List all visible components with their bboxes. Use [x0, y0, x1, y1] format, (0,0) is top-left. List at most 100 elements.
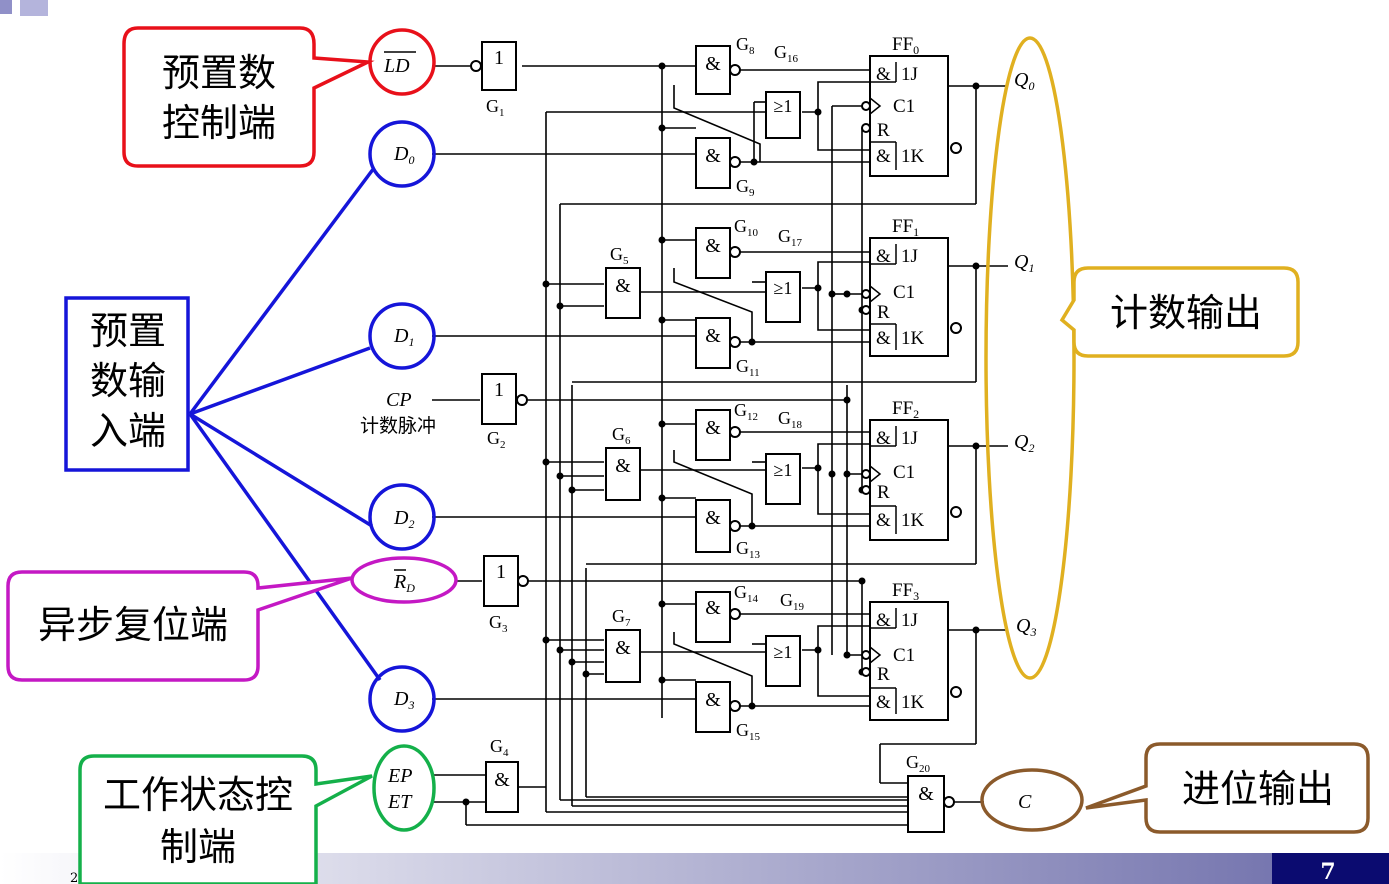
- gate-g20: [907, 775, 945, 833]
- ff1-and-k: &: [876, 328, 891, 349]
- page-number-box: [1272, 853, 1389, 884]
- gate-g15-bubble: [729, 700, 741, 712]
- g20-name: G20: [906, 752, 931, 775]
- gate-g9: [695, 137, 731, 189]
- gate-g19: [765, 635, 801, 687]
- c-label: C: [1018, 791, 1032, 813]
- g11-name: G11: [736, 356, 760, 379]
- ff0-k: 1K: [901, 146, 925, 167]
- gate-g18: [765, 453, 801, 505]
- ff2-j: 1J: [901, 428, 918, 449]
- ff3-j: 1J: [901, 610, 918, 631]
- gate-g1-bubble: [470, 60, 482, 72]
- et-label: ET: [387, 791, 413, 813]
- g13-name: G13: [736, 538, 761, 561]
- g8-name: G8: [736, 34, 755, 57]
- ff2-r: R: [877, 482, 890, 503]
- ff0-j: 1J: [901, 64, 918, 85]
- g6-symbol: &: [615, 455, 631, 477]
- gate-g11: [695, 317, 731, 369]
- d1-label: D1: [393, 325, 414, 349]
- g10-name: G10: [734, 216, 759, 239]
- g12-symbol: &: [705, 417, 721, 439]
- g8-symbol: &: [705, 53, 721, 75]
- ff1-k: 1K: [901, 328, 925, 349]
- ff1-and: &: [876, 246, 891, 267]
- g1-name: G1: [486, 96, 505, 119]
- cp-label: CP: [386, 389, 412, 411]
- ff1-j: 1J: [901, 246, 918, 267]
- page-number: 7: [1320, 859, 1335, 884]
- callout-carry-output: [980, 742, 1370, 834]
- g18-name: G18: [778, 408, 803, 431]
- ff3-k: 1K: [901, 692, 925, 713]
- g10-symbol: &: [705, 235, 721, 257]
- g7-symbol: &: [615, 637, 631, 659]
- gate-g12-bubble: [729, 426, 741, 438]
- gate-g2-bubble: [516, 394, 528, 406]
- ff2-body: [869, 419, 949, 541]
- ff0-c1: C1: [893, 96, 915, 117]
- g2-symbol: 1: [494, 379, 504, 401]
- g17-name: G17: [778, 226, 803, 249]
- gate-g12: [695, 409, 731, 461]
- corner-mark: [0, 0, 12, 14]
- preset-input-line2: 数输: [90, 359, 166, 403]
- q1-label: Q1: [1014, 251, 1034, 275]
- carry-output-label: 进位输出: [1182, 767, 1334, 811]
- ff2-k: 1K: [901, 510, 925, 531]
- g7-name: G7: [612, 606, 631, 629]
- callout-preset-control: [122, 26, 436, 168]
- gate-g14: [695, 591, 731, 643]
- ff3-and: &: [876, 610, 891, 631]
- g3-name: G3: [489, 612, 508, 635]
- g14-name: G14: [734, 582, 759, 605]
- gate-g20-bubble: [943, 796, 955, 808]
- callout-work-state: [78, 744, 436, 884]
- g2-name: G2: [487, 428, 506, 451]
- g19-name: G19: [780, 590, 805, 613]
- g16-symbol: ≥1: [774, 96, 793, 116]
- gate-g6: [605, 447, 641, 501]
- d3-label: D3: [393, 688, 414, 712]
- gate-g13-bubble: [729, 520, 741, 532]
- ep-label: EP: [387, 765, 412, 787]
- g4-name: G4: [490, 736, 509, 759]
- count-output-label: 计数输出: [1110, 291, 1262, 335]
- ff0-name: FF0: [892, 34, 919, 57]
- flipflops: [861, 55, 962, 721]
- gate-g17: [765, 271, 801, 323]
- rd-label: RD: [393, 571, 415, 595]
- gate-g16: [765, 91, 801, 139]
- ld-label: LD: [383, 55, 410, 77]
- footer-mark: 2: [70, 871, 78, 884]
- g20-symbol: &: [918, 783, 934, 805]
- g9-name: G9: [736, 176, 755, 199]
- q2-label: Q2: [1014, 431, 1034, 455]
- g6-name: G6: [612, 424, 631, 447]
- gate-g10-bubble: [729, 246, 741, 258]
- gate-g4: [485, 761, 519, 813]
- work-state-line1: 工作状态控: [103, 773, 293, 817]
- g9-symbol: &: [705, 145, 721, 167]
- q0-label: Q0: [1014, 69, 1034, 93]
- preset-control-line2: 控制端: [162, 101, 276, 145]
- callout-async-reset: [6, 556, 458, 682]
- ff0-and: &: [876, 64, 891, 85]
- g15-symbol: &: [705, 689, 721, 711]
- ff2-name: FF2: [892, 398, 919, 421]
- async-reset-label: 异步复位端: [38, 603, 228, 647]
- gate-g14-bubble: [729, 608, 741, 620]
- gate-g9-bubble: [729, 156, 741, 168]
- q3-label: Q3: [1016, 615, 1036, 639]
- ff1-body: [869, 237, 949, 357]
- g11-symbol: &: [705, 325, 721, 347]
- ff3-r: R: [877, 664, 890, 685]
- ff1-r: R: [877, 302, 890, 323]
- gate-g1: [481, 41, 517, 91]
- gate-g7: [605, 629, 641, 683]
- work-state-line2: 制端: [160, 825, 236, 869]
- g5-symbol: &: [615, 275, 631, 297]
- preset-input-line3: 入端: [90, 409, 166, 453]
